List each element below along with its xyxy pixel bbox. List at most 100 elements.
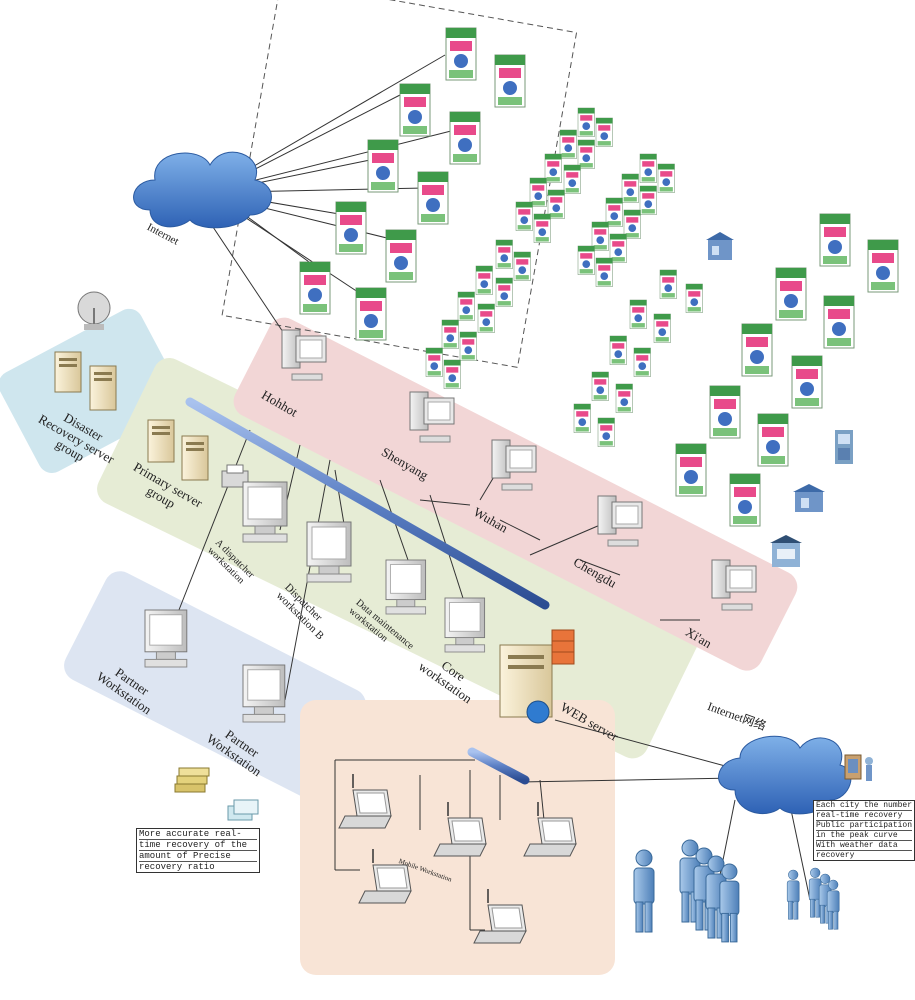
recovery-kiosk-icon bbox=[639, 153, 657, 183]
recovery-kiosk-icon bbox=[775, 267, 807, 321]
wall-screen-icon bbox=[844, 754, 873, 781]
person-icon bbox=[826, 879, 840, 930]
recovery-kiosk-icon bbox=[547, 189, 565, 219]
recovery-kiosk-icon bbox=[591, 221, 609, 251]
backbones bbox=[185, 397, 550, 785]
laptop-icon bbox=[338, 774, 392, 829]
note-line: More accurate real- bbox=[139, 829, 257, 840]
papers-icon bbox=[227, 799, 259, 821]
person-icon bbox=[786, 869, 800, 920]
recovery-kiosk-icon bbox=[443, 359, 461, 389]
recovery-kiosk-icon bbox=[449, 111, 481, 165]
recovery-kiosk-icon bbox=[577, 139, 595, 169]
recovery-kiosk-icon bbox=[417, 171, 449, 225]
person-icon bbox=[633, 849, 655, 933]
recovery-kiosk-icon bbox=[495, 239, 513, 269]
recovery-kiosk-icon bbox=[653, 313, 671, 343]
recovery-kiosk-icon bbox=[823, 295, 855, 349]
recovery-kiosk-icon bbox=[757, 413, 789, 467]
recovery-kiosk-icon bbox=[459, 331, 477, 361]
recovery-kiosk-icon bbox=[367, 139, 399, 193]
desktop-pc-icon bbox=[711, 559, 757, 611]
recovery-kiosk-icon bbox=[513, 251, 531, 281]
recovery-kiosk-icon bbox=[494, 54, 526, 108]
recovery-kiosk-icon bbox=[577, 245, 595, 275]
recovery-kiosk-icon bbox=[675, 443, 707, 497]
recovery-kiosk-icon bbox=[867, 239, 899, 293]
recovery-kiosk-icon bbox=[475, 265, 493, 295]
recovery-kiosk-icon bbox=[355, 287, 387, 341]
small-houses bbox=[706, 232, 853, 567]
zone-cities bbox=[233, 317, 798, 671]
recovery-kiosk-icon bbox=[399, 83, 431, 137]
note-line: Public participation bbox=[816, 821, 913, 831]
note-line: time recovery of the bbox=[139, 840, 257, 851]
cloud-right bbox=[718, 735, 852, 815]
note-line: amount of Precise bbox=[139, 851, 257, 862]
recovery-kiosk-icon bbox=[573, 403, 591, 433]
monitor-icon bbox=[242, 664, 286, 723]
desktop-pc-icon bbox=[409, 391, 455, 443]
desktop-pc-icon bbox=[281, 329, 327, 381]
primary-server-2 bbox=[181, 435, 209, 481]
cloud-top bbox=[133, 151, 272, 229]
recovery-kiosk-icon bbox=[425, 347, 443, 377]
recovery-kiosk-icon bbox=[529, 177, 547, 207]
recovery-kiosk-icon bbox=[623, 209, 641, 239]
recovery-kiosk-icon bbox=[709, 385, 741, 439]
recovery-kiosk-icon bbox=[741, 323, 773, 377]
recovery-kiosk-icon bbox=[457, 291, 475, 321]
recovery-kiosks bbox=[299, 27, 899, 527]
mobile-laptops bbox=[338, 774, 577, 944]
zone-partner bbox=[64, 571, 366, 799]
globe-icon bbox=[526, 700, 550, 724]
recovery-kiosk-icon bbox=[621, 173, 639, 203]
desktop-pc-icon bbox=[597, 495, 643, 547]
person-icon bbox=[808, 867, 822, 918]
recovery-kiosk-icon bbox=[533, 213, 551, 243]
recovery-kiosk-icon bbox=[299, 261, 331, 315]
public-people bbox=[633, 839, 840, 943]
recovery-kiosk-icon bbox=[595, 117, 613, 147]
disaster-server-2 bbox=[89, 365, 117, 411]
recovery-kiosk-icon bbox=[615, 383, 633, 413]
recovery-kiosk-icon bbox=[441, 319, 459, 349]
recovery-kiosk-icon bbox=[629, 299, 647, 329]
laptop-icon bbox=[433, 802, 487, 857]
recovery-kiosk-icon bbox=[515, 201, 533, 231]
monitor-icon bbox=[242, 481, 288, 543]
recovery-kiosk-icon bbox=[685, 283, 703, 313]
note-line: in the peak curve bbox=[816, 831, 912, 841]
monitor-icon bbox=[306, 521, 352, 583]
recovery-kiosk-icon bbox=[445, 27, 477, 81]
note-line: recovery bbox=[816, 851, 855, 860]
monitor-icon bbox=[444, 597, 486, 653]
recovery-kiosk-icon bbox=[729, 473, 761, 527]
recovery-kiosk-icon bbox=[819, 213, 851, 267]
note-right: Each city the number ofreal-time recover… bbox=[813, 800, 915, 861]
note-line: recovery ratio bbox=[139, 862, 215, 872]
monitor-icon bbox=[385, 559, 427, 615]
recovery-kiosk-icon bbox=[605, 197, 623, 227]
person-icon bbox=[719, 863, 740, 943]
laptop-icon bbox=[358, 849, 412, 904]
recovery-kiosk-icon bbox=[544, 153, 562, 183]
satellite-dish-icon bbox=[77, 291, 111, 330]
recovery-kiosk-icon bbox=[495, 277, 513, 307]
recovery-kiosk-icon bbox=[791, 355, 823, 409]
document-stack-icon bbox=[174, 767, 210, 793]
desktop-workstations bbox=[144, 329, 757, 723]
server-icons bbox=[54, 291, 575, 724]
recovery-kiosk-icon bbox=[559, 129, 577, 159]
recovery-kiosk-icon bbox=[563, 164, 581, 194]
recovery-kiosk-icon bbox=[591, 371, 609, 401]
note-line: real-time recovery bbox=[816, 811, 912, 821]
laptop-icon bbox=[473, 889, 527, 944]
recovery-kiosk-icon bbox=[657, 163, 675, 193]
recovery-kiosk-icon bbox=[659, 269, 677, 299]
recovery-kiosk-icon bbox=[335, 201, 367, 255]
recovery-kiosk-icon bbox=[477, 303, 495, 333]
recovery-kiosk-icon bbox=[609, 335, 627, 365]
recovery-kiosk-icon bbox=[609, 233, 627, 263]
